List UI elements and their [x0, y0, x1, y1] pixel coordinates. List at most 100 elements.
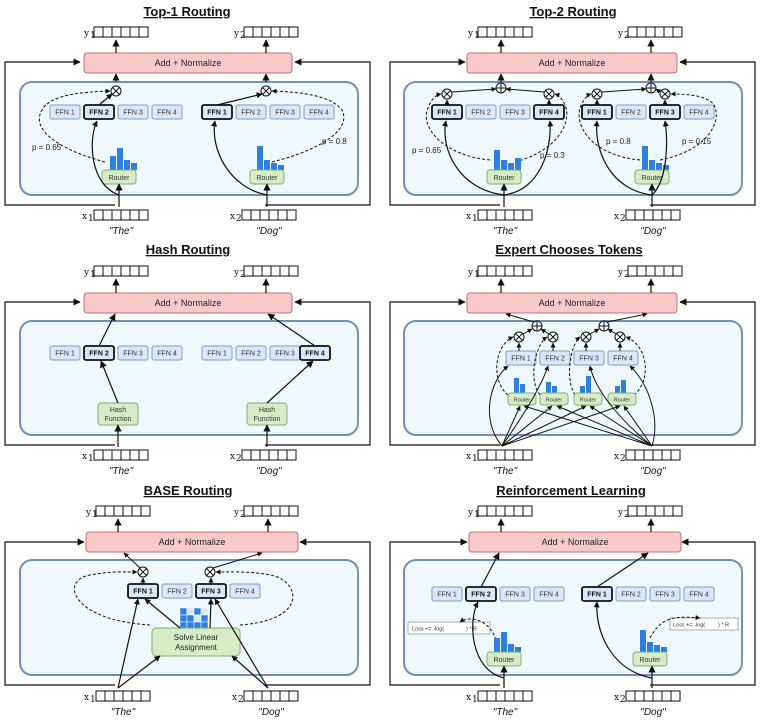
svg-text:FFN 3: FFN 3: [655, 110, 675, 117]
svg-text:FFN 4: FFN 4: [235, 589, 255, 596]
svg-text:x: x: [84, 693, 89, 703]
svg-text:FFN 2: FFN 2: [241, 351, 261, 358]
svg-text:1: 1: [92, 510, 98, 520]
svg-text:x: x: [466, 212, 471, 222]
svg-text:FFN 4: FFN 4: [157, 110, 177, 117]
svg-text:x: x: [82, 212, 87, 222]
svg-text:FFN 1: FFN 1: [55, 351, 75, 358]
svg-text:x: x: [230, 452, 235, 462]
router-3: Router: [573, 376, 603, 406]
add-normalize-label: Add + Normalize: [159, 537, 226, 547]
svg-text:Router: Router: [580, 398, 597, 404]
svg-text:x: x: [466, 693, 471, 703]
add-icon: [598, 320, 610, 332]
expert-layer-box: [19, 320, 359, 436]
router-left: Router: [486, 632, 522, 667]
svg-text:y: y: [83, 29, 90, 39]
svg-text:1: 1: [472, 454, 478, 464]
add-normalize-label: Add + Normalize: [539, 58, 606, 68]
svg-text:"Dog": "Dog": [256, 466, 282, 477]
ffn-row: FFN 1 FFN 2 FFN 3 FFN 4: [127, 583, 261, 599]
svg-text:FFN 4: FFN 4: [309, 110, 329, 117]
svg-text:FFN 3: FFN 3: [275, 110, 295, 117]
svg-text:1: 1: [90, 270, 96, 280]
svg-text:x: x: [614, 693, 619, 703]
svg-text:Loss += -log(: Loss += -log(: [412, 627, 444, 633]
multiply-icon: [513, 331, 525, 343]
svg-text:FFN 4: FFN 4: [305, 351, 325, 358]
add-icon: [645, 82, 657, 94]
svg-text:2: 2: [624, 31, 630, 41]
svg-text:2: 2: [624, 270, 630, 280]
svg-text:y: y: [617, 268, 624, 278]
prob-label: p = 0.15: [682, 137, 712, 146]
svg-text:FFN 2: FFN 2: [89, 351, 109, 358]
panel-reinforcement-learning: Reinforcement Learning Add + Normalize y…: [389, 483, 756, 718]
multiply-icon: [659, 88, 671, 100]
svg-text:Router: Router: [639, 657, 661, 664]
svg-text:y: y: [233, 29, 240, 39]
svg-text:Hash: Hash: [259, 407, 275, 414]
panel-title: Top-2 Routing: [529, 4, 616, 19]
panel-expert-chooses-tokens: Expert Chooses Tokens Add + Normalize y 1…: [389, 242, 756, 477]
loss-formula-right: Loss += -log( ) * R: [669, 617, 739, 631]
add-normalize-box: [466, 292, 678, 314]
svg-text:FFN 2: FFN 2: [89, 110, 109, 117]
svg-text:x: x: [82, 452, 87, 462]
svg-text:y: y: [617, 508, 624, 518]
add-normalize-box: [83, 292, 293, 314]
svg-text:FFN 1: FFN 1: [587, 592, 607, 599]
svg-text:FFN 1: FFN 1: [587, 110, 607, 117]
svg-text:y: y: [467, 268, 474, 278]
svg-text:) * R: ) * R: [718, 623, 729, 629]
panel-title: Expert Chooses Tokens: [495, 242, 642, 257]
svg-text:FFN 3: FFN 3: [201, 589, 221, 596]
panel-title: Hash Routing: [146, 242, 231, 257]
svg-text:FFN 3: FFN 3: [655, 592, 675, 599]
svg-text:Router: Router: [493, 175, 515, 182]
svg-text:FFN 3: FFN 3: [123, 351, 143, 358]
add-normalize-label: Add + Normalize: [542, 537, 609, 547]
svg-text:FFN 4: FFN 4: [539, 110, 559, 117]
multiply-icon: [547, 331, 559, 343]
svg-text:FFN 1: FFN 1: [437, 110, 457, 117]
svg-text:1: 1: [472, 695, 478, 705]
add-normalize-box: [468, 531, 682, 553]
svg-text:"Dog": "Dog": [640, 226, 666, 237]
add-icon: [495, 82, 507, 94]
svg-text:FFN 3: FFN 3: [505, 592, 525, 599]
svg-text:1: 1: [472, 214, 478, 224]
svg-text:"The": "The": [493, 466, 518, 477]
add-normalize-label: Add + Normalize: [155, 58, 222, 68]
svg-text:FFN 1: FFN 1: [437, 592, 457, 599]
expert-layer-box: [403, 559, 743, 676]
svg-text:2: 2: [240, 270, 246, 280]
svg-text:FFN 1: FFN 1: [133, 589, 153, 596]
multiply-icon: [614, 331, 626, 343]
multiply-icon: [260, 85, 272, 97]
svg-text:y: y: [467, 508, 474, 518]
panel-title: BASE Routing: [144, 483, 233, 498]
svg-text:FFN 2: FFN 2: [621, 110, 641, 117]
svg-text:FFN 1: FFN 1: [207, 110, 227, 117]
ffn-row-right: FFN 1 FFN 2 FFN 3 FFN 4: [201, 104, 335, 120]
ffn-row: FFN 1 FFN 2 FFN 3 FFN 4: [505, 350, 639, 366]
svg-text:"The": "The": [493, 707, 518, 718]
add-icon: [531, 320, 543, 332]
svg-text:Router: Router: [641, 175, 663, 182]
svg-text:Router: Router: [614, 398, 631, 404]
prob-label: p = 0.3: [540, 151, 565, 160]
add-normalize-label: Add + Normalize: [539, 298, 606, 308]
